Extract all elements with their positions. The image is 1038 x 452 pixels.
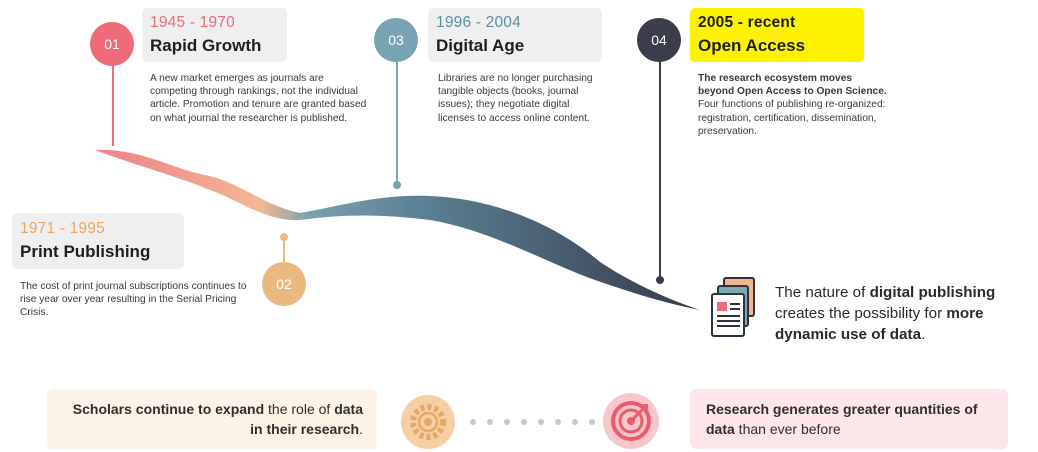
step4-dot <box>656 276 664 284</box>
outcome-text-2: creates the possibility for <box>775 305 947 322</box>
step1-number-circle: 01 <box>90 22 134 66</box>
step2-years: 1971 - 1995 <box>20 220 105 237</box>
research-bold-1: Research generates greater quantities of… <box>706 401 978 437</box>
outcome-statement: The nature of digital publishing creates… <box>775 282 1037 345</box>
step3-number-circle: 03 <box>374 18 418 62</box>
step3-title: Digital Age <box>436 36 525 55</box>
connector-dot <box>555 419 561 425</box>
step4-number-circle: 04 <box>637 18 681 62</box>
step2-description: The cost of print journal subscriptions … <box>20 281 247 319</box>
research-box: Research generates greater quantities of… <box>690 389 1008 449</box>
connector-dot <box>538 419 544 425</box>
step4-stem <box>659 60 661 278</box>
connector-dot <box>504 419 510 425</box>
outcome-text-3: . <box>921 326 926 343</box>
scholars-bold-2: data in their research <box>250 401 363 437</box>
step4-years: 2005 - recent <box>698 14 796 31</box>
step1-header-card: 1945 - 1970 Rapid Growth <box>142 8 287 62</box>
step2-dot <box>280 233 288 241</box>
scholars-text: Scholars continue to expand the role of … <box>63 399 363 439</box>
step4-description-rest: Four functions of publishing re-organize… <box>698 99 886 137</box>
research-text: Research generates greater quantities of… <box>706 399 998 439</box>
step2-header-card: 1971 - 1995 Print Publishing <box>12 213 184 269</box>
step3-dot <box>393 181 401 189</box>
step2-number-circle: 02 <box>262 262 306 306</box>
ribbon-shape <box>95 149 700 310</box>
connector-dot <box>470 419 476 425</box>
step2-stem <box>283 238 285 262</box>
documents-icon <box>711 277 755 337</box>
scholars-text-2: . <box>359 421 363 437</box>
step1-number: 01 <box>104 36 120 52</box>
step3-years: 1996 - 2004 <box>436 14 521 31</box>
scholars-text-1: the role of <box>264 401 335 417</box>
connector-dot <box>487 419 493 425</box>
step4-header-card: 2005 - recent Open Access <box>690 8 864 62</box>
step3-header-card: 1996 - 2004 Digital Age <box>428 8 602 62</box>
step2-number: 02 <box>276 276 292 292</box>
step4-description: The research ecosystem moves beyond Open… <box>698 72 890 138</box>
step4-number: 04 <box>651 32 667 48</box>
step1-title: Rapid Growth <box>150 36 262 55</box>
step3-description: Libraries are no longer purchasing tangi… <box>438 73 593 124</box>
step3-stem <box>396 62 398 184</box>
connector-dot <box>589 419 595 425</box>
step4-description-bold: The research ecosystem moves beyond Open… <box>698 73 887 98</box>
step1-years: 1945 - 1970 <box>150 14 235 31</box>
gear-icon <box>401 395 455 449</box>
step2-title: Print Publishing <box>20 242 151 261</box>
outcome-text-1: The nature of <box>775 284 870 301</box>
outcome-bold-2: more dynamic use of data <box>775 305 984 343</box>
step1-description: A new market emerges as journals are com… <box>150 73 367 124</box>
scholars-bold-1: Scholars continue to expand <box>72 401 265 417</box>
step1-stem <box>112 60 114 146</box>
research-text-1: than ever before <box>734 421 841 437</box>
scholars-box: Scholars continue to expand the role of … <box>47 389 377 449</box>
outcome-bold-1: digital publishing <box>869 284 996 301</box>
step4-title: Open Access <box>698 36 806 55</box>
target-icon <box>603 393 659 449</box>
step3-number: 03 <box>388 32 404 48</box>
connector-dot <box>572 419 578 425</box>
connector-dot <box>521 419 527 425</box>
